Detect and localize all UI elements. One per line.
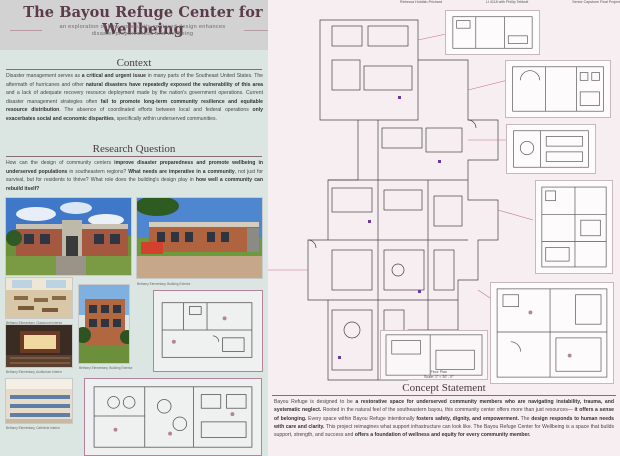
plan-scale: Scale: 1" = 30' - 0" xyxy=(424,374,454,379)
context-rule xyxy=(6,69,262,70)
detail-plan-4 xyxy=(535,180,613,274)
context-heading: Context xyxy=(116,57,152,69)
photo-building-exterior-1 xyxy=(5,197,132,276)
research-paragraph: How can the design of community centers … xyxy=(6,160,264,192)
detail-plan-frame-2 xyxy=(84,378,262,456)
title-rule-left xyxy=(10,30,42,31)
photo-building-exterior-3 xyxy=(78,284,130,364)
photo-building-exterior-2 xyxy=(136,197,263,279)
poster-title: The Bayou Refuge Center for Wellbeing xyxy=(23,4,263,38)
detail-plan-3 xyxy=(506,124,596,174)
photo-caption-6: Bethany Elementary, Cafeteria Interior xyxy=(6,426,60,430)
concept-rule xyxy=(272,395,616,396)
research-rule xyxy=(6,156,262,157)
photo-classroom-interior xyxy=(5,277,73,319)
photo-caption-3: Bethany Elementary, Classroom Interior xyxy=(6,321,63,325)
photo-cafeteria-interior xyxy=(5,378,73,424)
detail-plan-2 xyxy=(505,60,611,118)
subtitle-line-2: disaster preparedness and wellbeing xyxy=(91,31,194,37)
title-rule-right xyxy=(244,30,274,31)
detail-plan-top xyxy=(445,10,540,55)
plan-label: Floor Plan Scale: 1" = 30' - 0" xyxy=(424,370,454,379)
detail-plan-5 xyxy=(490,282,614,384)
detail-plan-frame-1 xyxy=(153,290,263,372)
concept-paragraph: Bayou Refuge is designed to be a restora… xyxy=(274,399,615,439)
plan-title: Floor Plan xyxy=(430,370,447,374)
poster-subtitle: an exploration of how community-centered… xyxy=(40,24,245,38)
photo-caption-5: Bethany Elementary, Building Exterior xyxy=(79,366,133,370)
subtitle-line-1: an exploration of how community-centered… xyxy=(59,24,226,30)
credit-author: Rebecca Hotdish-Prichard xyxy=(400,0,442,4)
photo-auditorium-interior xyxy=(5,324,73,368)
detail-plan-6 xyxy=(380,330,488,380)
concept-section: Concept Statement Bayou Refuge is design… xyxy=(268,382,620,456)
credit-course: LI 4118 with Phillip Tebbutt xyxy=(485,0,529,4)
context-paragraph: Disaster management serves as a critical… xyxy=(6,73,264,122)
floor-plan-drawing xyxy=(268,19,534,381)
credit-project: Senior Capstone Final Project xyxy=(572,0,620,4)
photo-caption-2: Bethany Elementary, Building Exterior xyxy=(137,282,191,286)
photo-caption-4: Bethany Elementary, Auditorium Interior xyxy=(6,370,63,374)
research-heading: Research Question xyxy=(92,143,176,155)
credits-bar: Rebecca Hotdish-Prichard LI 4118 with Ph… xyxy=(400,0,620,6)
concept-heading: Concept Statement xyxy=(402,382,486,394)
